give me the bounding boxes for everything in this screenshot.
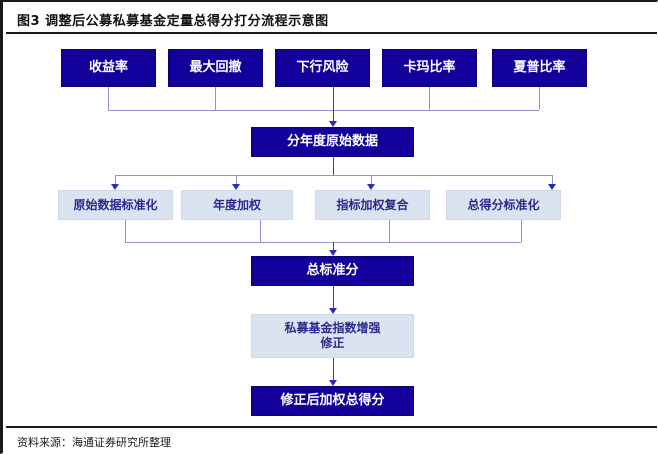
connector-drop-return <box>108 87 109 110</box>
connector-drop-indicator-composite-out <box>389 220 390 242</box>
connector-bus-level3-out <box>125 242 521 243</box>
arrow-into-index-enhancement-adjust <box>329 308 337 314</box>
process-box-annual-weighting[interactable]: 年度加权 <box>181 190 293 220</box>
metric-box-return[interactable]: 收益率 <box>61 49 156 87</box>
connector-drop-standardize-raw-out <box>125 220 126 242</box>
connector-stem-level3-to-level4 <box>333 242 334 252</box>
connector-stem-level1-to-level2 <box>333 110 334 123</box>
arrow-into-annual-weighting <box>232 184 240 190</box>
connector-stem-level2-out <box>333 157 334 175</box>
stage-box-adjusted-weighted-total-score[interactable]: 修正后加权总得分 <box>251 386 414 416</box>
title-divider <box>6 32 657 34</box>
figure-title: 图3 调整后公募私募基金定量总得分打分流程示意图 <box>17 14 329 29</box>
connector-drop-indicator-composite <box>371 175 372 186</box>
connector-bus-level1 <box>108 110 539 111</box>
metric-box-max-drawdown[interactable]: 最大回撤 <box>168 49 263 87</box>
connector-level5-to-level6 <box>333 358 334 382</box>
source-note: 资料来源：海通证券研究所整理 <box>17 436 171 449</box>
arrow-into-annual-raw-data <box>329 121 337 127</box>
arrow-into-adjusted-total-score <box>329 380 337 386</box>
metric-box-sharpe-ratio[interactable]: 夏普比率 <box>492 49 587 87</box>
connector-drop-annual-weighting <box>236 175 237 186</box>
metric-box-downside-risk[interactable]: 下行风险 <box>275 49 370 87</box>
metric-box-calmar-ratio[interactable]: 卡玛比率 <box>382 49 477 87</box>
arrow-into-standardize-raw <box>111 184 119 190</box>
stage-box-total-standard-score[interactable]: 总标准分 <box>251 256 414 286</box>
connector-bus-level3 <box>115 175 552 176</box>
process-box-standardize-raw[interactable]: 原始数据标准化 <box>58 190 173 220</box>
arrow-into-total-standard-score <box>329 250 337 256</box>
connector-drop-downside-risk <box>333 87 334 110</box>
connector-drop-score-standardize <box>552 175 553 186</box>
arrow-into-score-standardize <box>548 184 556 190</box>
stage-box-annual-raw-data[interactable]: 分年度原始数据 <box>251 127 414 157</box>
stage-box-index-enhancement-adjust[interactable]: 私募基金指数增强 修正 <box>251 314 414 358</box>
connector-drop-score-standardize-out <box>521 220 522 242</box>
process-box-indicator-composite[interactable]: 指标加权复合 <box>315 190 430 220</box>
connector-drop-calmar-ratio <box>429 87 430 110</box>
source-divider <box>6 426 657 428</box>
connector-level4-to-level5 <box>333 286 334 310</box>
process-box-score-standardize[interactable]: 总得分标准化 <box>446 190 561 220</box>
connector-drop-sharpe-ratio <box>539 87 540 110</box>
arrow-into-indicator-composite <box>367 184 375 190</box>
connector-drop-standardize-raw <box>115 175 116 186</box>
connector-drop-max-drawdown <box>215 87 216 110</box>
connector-drop-annual-weighting-out <box>260 220 261 242</box>
